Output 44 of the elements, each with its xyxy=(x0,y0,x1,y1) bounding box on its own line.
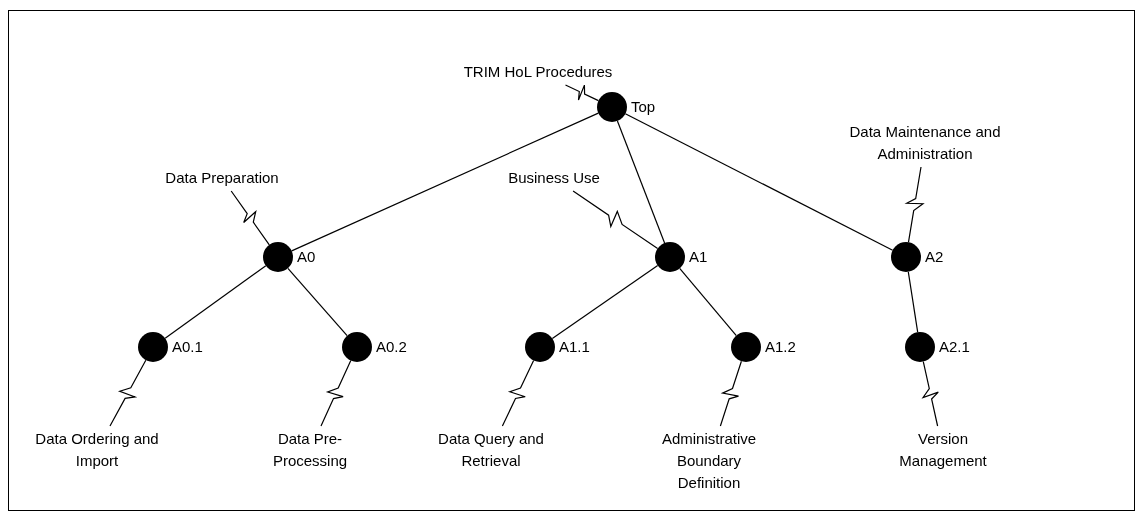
node-caption: Administrative Boundary Definition xyxy=(644,428,774,494)
node-caption: Data Preparation xyxy=(147,167,297,189)
leader-line xyxy=(230,190,270,246)
node-label: Top xyxy=(631,98,656,116)
node-circle xyxy=(655,242,685,272)
node-caption: TRIM HoL Procedures xyxy=(453,61,623,83)
tree-connector xyxy=(624,113,894,251)
leader-line xyxy=(564,84,599,102)
tree-connector xyxy=(291,112,599,252)
node-circle xyxy=(525,332,555,362)
node-label: A1 xyxy=(689,248,708,266)
node-label: A1.1 xyxy=(559,338,590,356)
node-label: A0.1 xyxy=(172,338,203,356)
leader-line xyxy=(109,359,147,427)
node-circle xyxy=(138,332,168,362)
tree-connector xyxy=(287,267,348,337)
node-label: A0.2 xyxy=(376,338,407,356)
leader-line xyxy=(572,190,659,250)
tree-connector xyxy=(616,120,666,244)
leader-line xyxy=(719,360,742,427)
node-caption: Business Use xyxy=(494,167,614,189)
node-circle xyxy=(263,242,293,272)
leader-line xyxy=(320,360,352,427)
leader-line xyxy=(904,166,925,243)
tree-connector xyxy=(551,264,659,340)
tree-connector xyxy=(679,267,737,337)
node-label: A0 xyxy=(297,248,316,266)
node-circle xyxy=(597,92,627,122)
node-caption: Data Pre-Processing xyxy=(245,428,375,472)
tree-connector xyxy=(907,271,919,333)
node-caption: Data Query and Retrieval xyxy=(426,428,556,472)
leader-line xyxy=(921,361,939,427)
node-caption: Data Ordering and Import xyxy=(22,428,172,472)
node-label: A1.2 xyxy=(765,338,796,356)
node-caption: Data Maintenance and Administration xyxy=(830,121,1020,165)
node-circle xyxy=(731,332,761,362)
node-label: A2 xyxy=(925,248,944,266)
node-circle xyxy=(891,242,921,272)
tree-connector xyxy=(164,265,267,339)
leader-line xyxy=(501,359,535,427)
node-circle xyxy=(342,332,372,362)
node-circle xyxy=(905,332,935,362)
node-label: A2.1 xyxy=(939,338,970,356)
node-caption: Version Management xyxy=(883,428,1003,472)
